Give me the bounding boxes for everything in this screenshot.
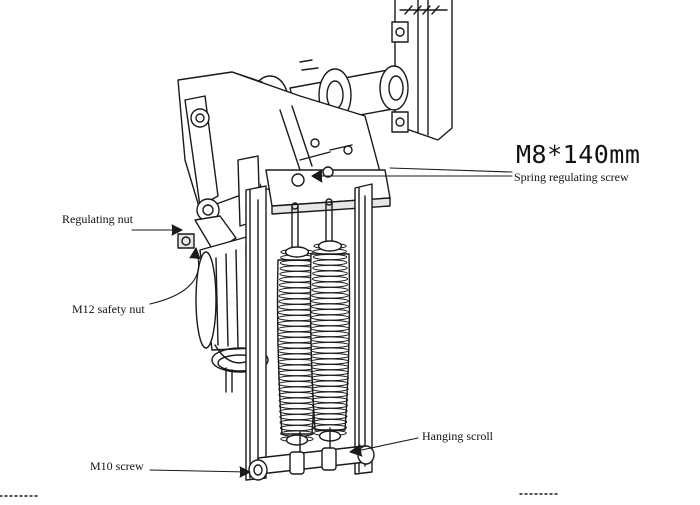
cable-loop bbox=[211, 347, 269, 393]
hanging-scroll-shaft bbox=[248, 427, 375, 481]
mounting-post bbox=[391, 0, 453, 141]
m10-screw-label: M10 screw bbox=[90, 459, 144, 473]
spring-regulating-screw-label: Spring regulating screw bbox=[514, 170, 629, 184]
side-frame bbox=[245, 183, 373, 481]
m12-safety-nut-label: M12 safety nut bbox=[72, 302, 145, 316]
hanging-scroll-label: Hanging scroll bbox=[422, 429, 493, 443]
regulating-nut-label: Regulating nut bbox=[62, 212, 133, 226]
dimension-label: M8*140mm bbox=[516, 140, 641, 169]
leader-lines bbox=[131, 167, 513, 478]
leader-hanging-scroll bbox=[351, 437, 419, 453]
spring-rods bbox=[291, 198, 333, 253]
leader-dimension bbox=[389, 167, 513, 173]
coil-spring-right bbox=[309, 240, 351, 442]
leader-m10-screw bbox=[149, 469, 249, 473]
lever-arm bbox=[177, 95, 237, 253]
ground-hint bbox=[0, 493, 561, 497]
